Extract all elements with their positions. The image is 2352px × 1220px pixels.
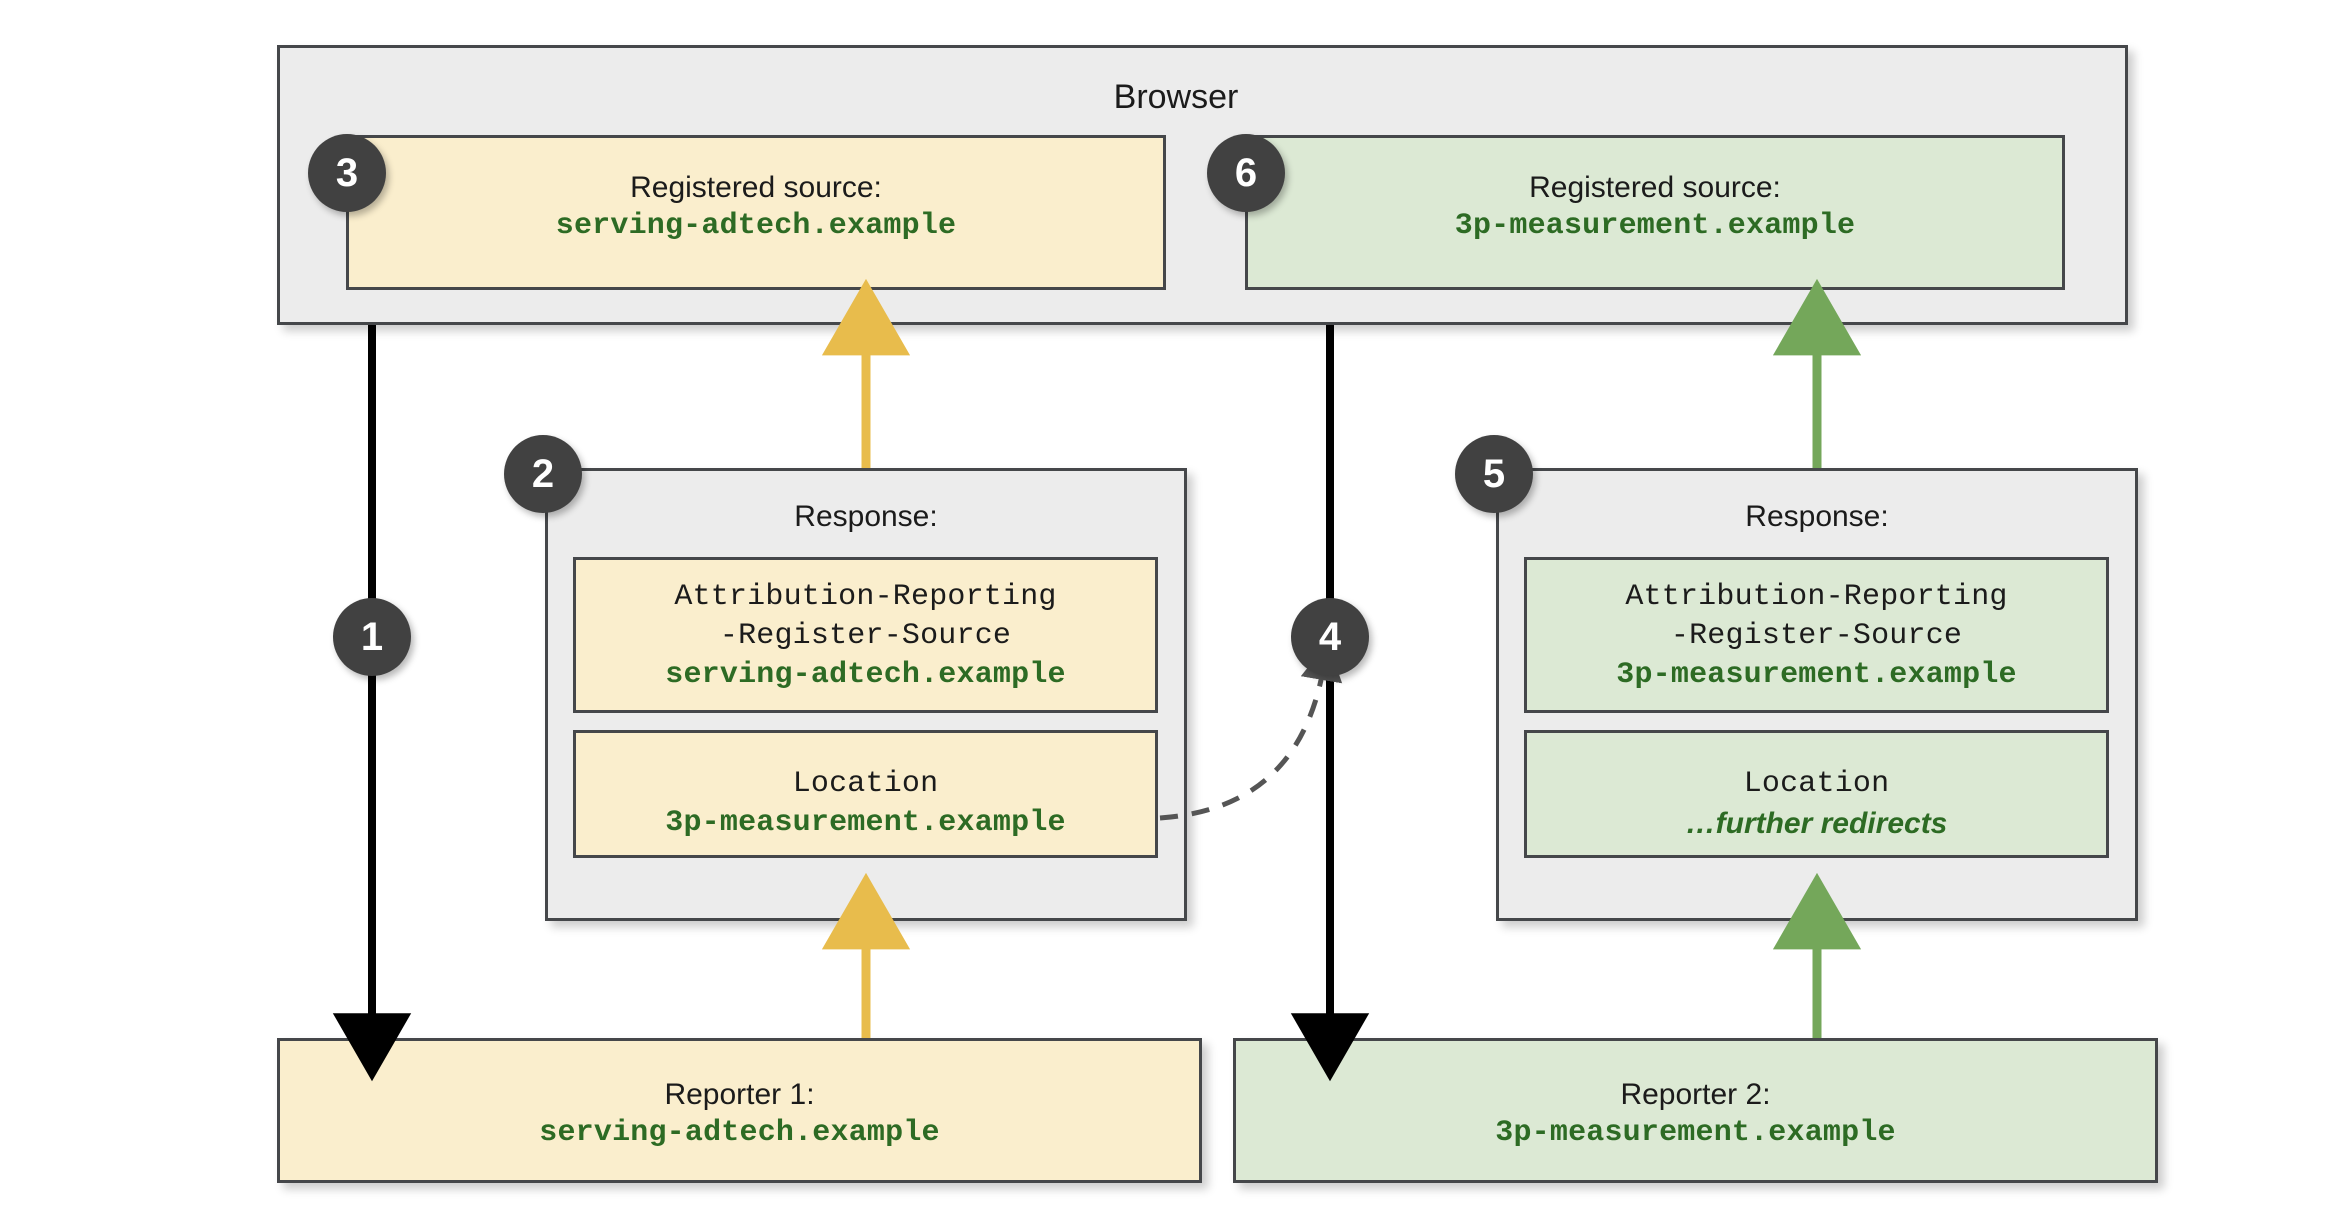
response-1-header-card-1 (573, 557, 1158, 713)
response-2-header-card-1 (1524, 557, 2109, 713)
registered-source-box-2 (1245, 135, 2065, 290)
reporter-box-2 (1233, 1038, 2158, 1183)
step-badge-2: 2 (504, 435, 582, 513)
response-1-header-card-2 (573, 730, 1158, 858)
step-badge-3: 3 (308, 134, 386, 212)
step-badge-4: 4 (1291, 598, 1369, 676)
step-badge-6: 6 (1207, 134, 1285, 212)
reporter-box-1 (277, 1038, 1202, 1183)
response-2-header-card-2 (1524, 730, 2109, 858)
step-badge-5: 5 (1455, 435, 1533, 513)
step-badge-1: 1 (333, 598, 411, 676)
registered-source-box-1 (346, 135, 1166, 290)
